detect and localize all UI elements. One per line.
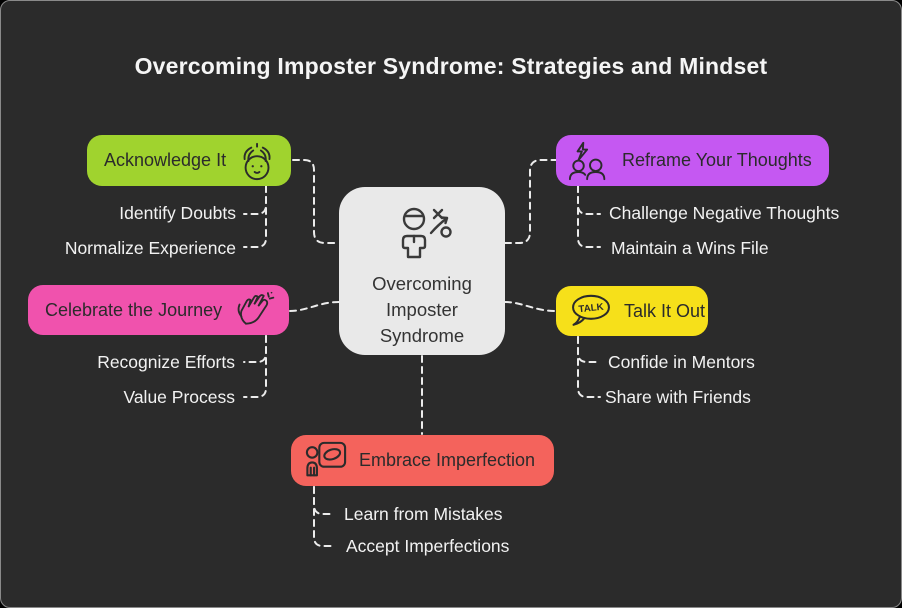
child-learn-from-mistakes: Learn from Mistakes: [344, 504, 503, 524]
connector-acknowledge-child-2: [243, 185, 267, 248]
strategy-person-icon: [401, 207, 452, 259]
child-share-with-friends: Share with Friends: [605, 387, 751, 407]
connector-embrace-child-1: [313, 486, 335, 515]
branch-embrace-label: Embrace Imperfection: [359, 450, 536, 470]
connector-acknowledge-child-1: [243, 185, 267, 215]
child-accept-imperfections: Accept Imperfections: [346, 536, 510, 556]
connector-celebrate-child-1: [243, 335, 267, 363]
child-confide-in-mentors: Confide in Mentors: [608, 352, 755, 372]
connector-reframe-child-1: [577, 185, 601, 215]
branch-talk: TALK Talk It Out: [556, 286, 708, 336]
connector-embrace-child-2: [313, 486, 335, 547]
page-title: Overcoming Imposter Syndrome: Strategies…: [134, 53, 768, 79]
connector-celebrate-to-center: [289, 301, 340, 312]
branch-reframe-label: Reframe Your Thoughts: [622, 150, 812, 170]
talk-bubble-text: TALK: [578, 302, 604, 316]
connector-talk-child-1: [577, 336, 601, 363]
child-recognize-efforts: Recognize Efforts: [97, 352, 235, 372]
child-normalize-experience: Normalize Experience: [64, 238, 236, 258]
connector-center-to-reframe: [504, 159, 557, 244]
child-value-process: Value Process: [123, 387, 235, 407]
talk-bubble-icon: TALK: [572, 294, 610, 326]
branch-celebrate-label: Celebrate the Journey: [45, 299, 223, 320]
connector-acknowledge-to-center: [292, 159, 340, 244]
child-maintain-wins-file: Maintain a Wins File: [611, 238, 769, 258]
presenter-icon: [305, 441, 347, 476]
branch-acknowledge: Acknowledge It: [87, 135, 291, 186]
branch-celebrate: Celebrate the Journey: [28, 285, 289, 335]
connector-center-to-talk: [504, 301, 556, 312]
branch-acknowledge-label: Acknowledge It: [104, 150, 227, 170]
branch-embrace: Embrace Imperfection: [291, 435, 554, 486]
child-challenge-negative-thoughts: Challenge Negative Thoughts: [609, 203, 840, 223]
branch-talk-label: Talk It Out: [624, 300, 706, 321]
center-node: Overcoming Imposter Syndrome: [339, 187, 505, 355]
child-identify-doubts: Identify Doubts: [119, 203, 236, 223]
branch-reframe: Reframe Your Thoughts: [556, 135, 829, 186]
center-node-label: Overcoming Imposter Syndrome: [372, 273, 472, 346]
connector-talk-child-2: [577, 336, 601, 398]
people-lightning-icon: [568, 141, 606, 180]
connector-celebrate-child-2: [243, 335, 267, 398]
clapping-hands-icon: [237, 291, 275, 325]
flustered-face-icon: [243, 142, 271, 180]
connector-reframe-child-2: [577, 185, 601, 248]
